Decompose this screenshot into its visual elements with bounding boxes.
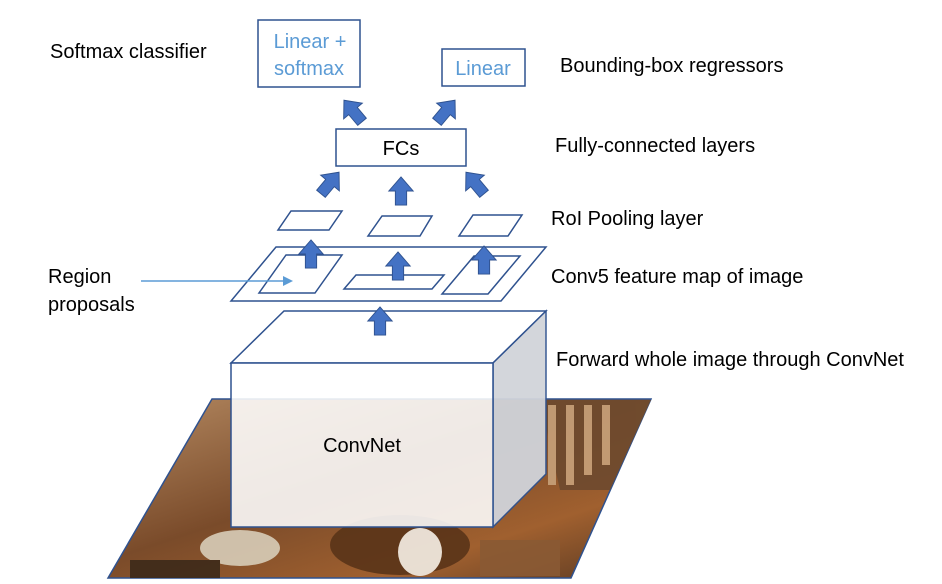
softmax-classifier-label: Softmax classifier (50, 41, 207, 63)
region-proposals-pointer (141, 276, 293, 286)
roi-pool-3 (457, 214, 524, 237)
convnet-block: ConvNet (229, 309, 548, 529)
block-arrow-icon (298, 239, 324, 269)
roi-pooling-label: RoI Pooling layer (551, 208, 704, 230)
linear-label: Linear (455, 58, 511, 80)
region-proposal-1 (257, 254, 344, 294)
horse-photo-image (130, 400, 651, 578)
block-arrow-icon (334, 91, 372, 131)
bbox-regressors-label: Bounding-box regressors (560, 55, 783, 77)
block-arrow-icon (385, 251, 411, 281)
roi-pooled-features (276, 210, 524, 237)
block-arrow-icon (456, 163, 494, 203)
block-arrow-icon (427, 91, 465, 131)
linear-softmax-line2: softmax (274, 58, 344, 80)
roi-pool-2 (366, 215, 434, 237)
region-label-line1: Region (48, 266, 111, 288)
region-proposal-2 (342, 274, 446, 290)
conv5-feature-map (229, 246, 548, 302)
convnet-label: ConvNet (323, 435, 401, 457)
fcs-box: FCs (335, 128, 467, 167)
block-arrow-icon (388, 176, 414, 206)
region-proposal-3 (440, 255, 522, 295)
conv5-label: Conv5 feature map of image (551, 266, 803, 288)
region-label-line2: proposals (48, 294, 135, 316)
forward-label: Forward whole image through ConvNet (556, 349, 904, 371)
fcs-label: FCs (383, 138, 420, 160)
block-arrow-icon (471, 245, 497, 275)
roi-pool-1 (276, 210, 344, 231)
linear-softmax-line1: Linear + (274, 31, 347, 53)
block-arrow-icon (311, 163, 349, 203)
fully-connected-label: Fully-connected layers (555, 135, 755, 157)
linear-box: Linear (441, 48, 526, 87)
linear-softmax-box: Linear + softmax (257, 19, 361, 88)
